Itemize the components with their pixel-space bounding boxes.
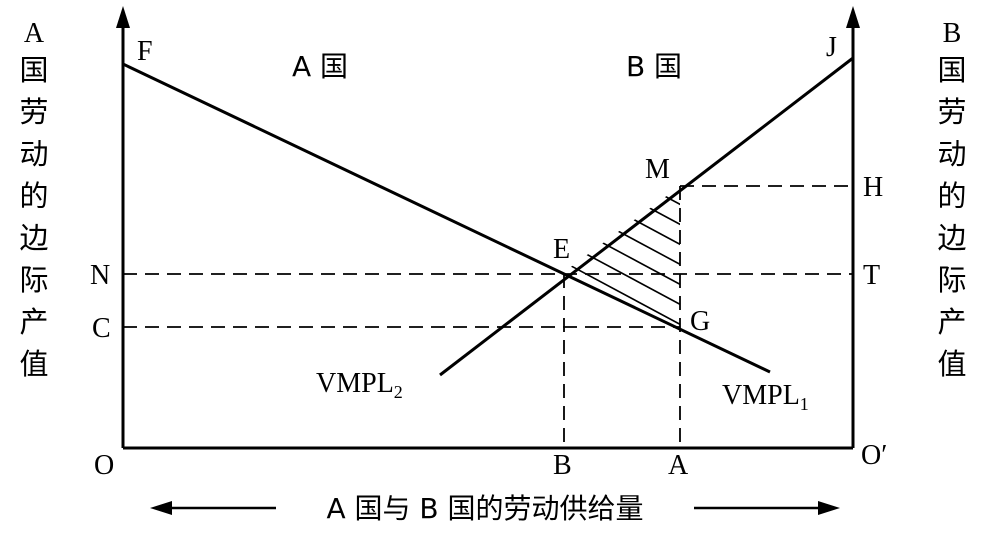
vmpl1-curve (122, 62, 771, 374)
hatched-gain-area (564, 186, 680, 327)
right-vertical-char: 际 (937, 263, 966, 297)
curve-label-vmpl2: VMPL2 (316, 368, 403, 402)
region-label-country-b: B 国 (626, 50, 682, 83)
point-label-b: B (553, 450, 572, 481)
point-label-m: M (645, 154, 670, 185)
left-vertical-letter: A (24, 18, 45, 49)
point-label-t: T (863, 260, 880, 291)
left-axis-arrow (116, 6, 130, 28)
bottom-arrow-right-head (818, 501, 840, 515)
left-vertical-label: A 国 劳 动 的 边 际 产 值 (19, 18, 48, 381)
point-label-e: E (553, 234, 570, 265)
right-vertical-char: 动 (937, 137, 966, 171)
bottom-axis-label: A 国与 B 国的劳动供给量 (326, 492, 643, 525)
left-vertical-char: 边 (19, 221, 48, 255)
right-vertical-char: 产 (937, 305, 966, 339)
left-vertical-char: 产 (19, 305, 48, 339)
point-label-g: G (690, 306, 710, 337)
right-vertical-char: 边 (937, 221, 966, 255)
right-vertical-char: 值 (937, 347, 966, 381)
right-vertical-char: 国 (937, 53, 966, 87)
left-vertical-char: 劳 (19, 95, 48, 129)
left-vertical-char: 动 (19, 137, 48, 171)
point-label-o-prime: O′ (861, 440, 887, 471)
left-vertical-char: 国 (19, 53, 48, 87)
curve-label-vmpl1: VMPL1 (722, 380, 809, 414)
bottom-arrow-left-head (150, 501, 172, 515)
region-label-country-a: A 国 (292, 50, 348, 83)
left-vertical-char: 的 (19, 179, 48, 213)
right-vertical-letter: B (943, 18, 962, 49)
point-label-o: O (94, 450, 114, 481)
point-label-j: J (826, 32, 837, 63)
left-vertical-char: 际 (19, 263, 48, 297)
vmpl2-curve (439, 56, 854, 377)
right-vertical-label: B 国 劳 动 的 边 际 产 值 (937, 18, 966, 381)
point-label-n: N (90, 260, 110, 291)
point-label-c: C (92, 313, 111, 344)
point-label-h: H (863, 172, 883, 203)
point-label-f: F (137, 36, 153, 67)
right-vertical-char: 的 (937, 179, 966, 213)
point-label-a: A (668, 450, 689, 481)
right-vertical-char: 劳 (937, 95, 966, 129)
bottom-quantity-arrow: A 国与 B 国的劳动供给量 (150, 492, 840, 525)
left-vertical-char: 值 (19, 347, 48, 381)
right-axis-arrow (846, 6, 860, 28)
